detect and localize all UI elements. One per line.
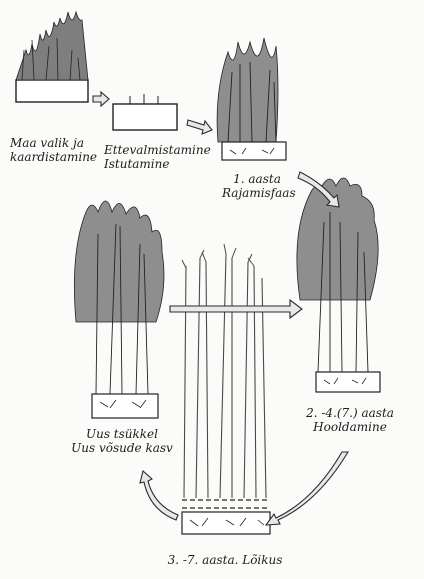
arrow-regrowth-to-maint: [170, 300, 302, 318]
label-year1-line2: Rajamisfaas: [222, 186, 292, 200]
label-site-selection: Maa valik ja kaardistamine: [10, 136, 97, 164]
regrowth-illustration: [74, 201, 164, 418]
year1-illustration: [217, 38, 286, 160]
site-selection-illustration: [16, 12, 88, 102]
label-regrowth-line1: Uus tsükkel: [62, 427, 182, 441]
harvest-illustration: [182, 244, 270, 534]
label-site-line2: kaardistamine: [10, 150, 97, 164]
arrow-maint-to-harvest: [266, 452, 348, 525]
label-prep-line2: Istutamine: [104, 157, 211, 171]
label-maint-line2: Hooldamine: [290, 420, 410, 434]
arrow-harvest-to-regrowth: [140, 471, 178, 520]
maintenance-illustration: [297, 178, 380, 392]
label-regrowth-line2: Uus võsude kasv: [62, 441, 182, 455]
label-harvest-line1: 3. -7. aasta. Lõikus: [160, 553, 290, 567]
label-prep-line1: Ettevalmistamine: [104, 143, 211, 157]
label-regrowth: Uus tsükkel Uus võsude kasv: [62, 427, 182, 455]
preparation-illustration: [113, 94, 177, 130]
arrow-prep-to-year1: [187, 120, 212, 134]
label-maintenance: 2. -4.(7.) aasta Hooldamine: [290, 406, 410, 434]
label-year1-line1: 1. aasta: [222, 172, 292, 186]
label-site-line1: Maa valik ja: [10, 136, 97, 150]
label-harvest: 3. -7. aasta. Lõikus: [160, 553, 290, 567]
label-maint-line1: 2. -4.(7.) aasta: [290, 406, 410, 420]
arrow-site-to-prep: [93, 92, 109, 106]
label-year1: 1. aasta Rajamisfaas: [222, 172, 292, 200]
label-preparation: Ettevalmistamine Istutamine: [104, 143, 211, 171]
